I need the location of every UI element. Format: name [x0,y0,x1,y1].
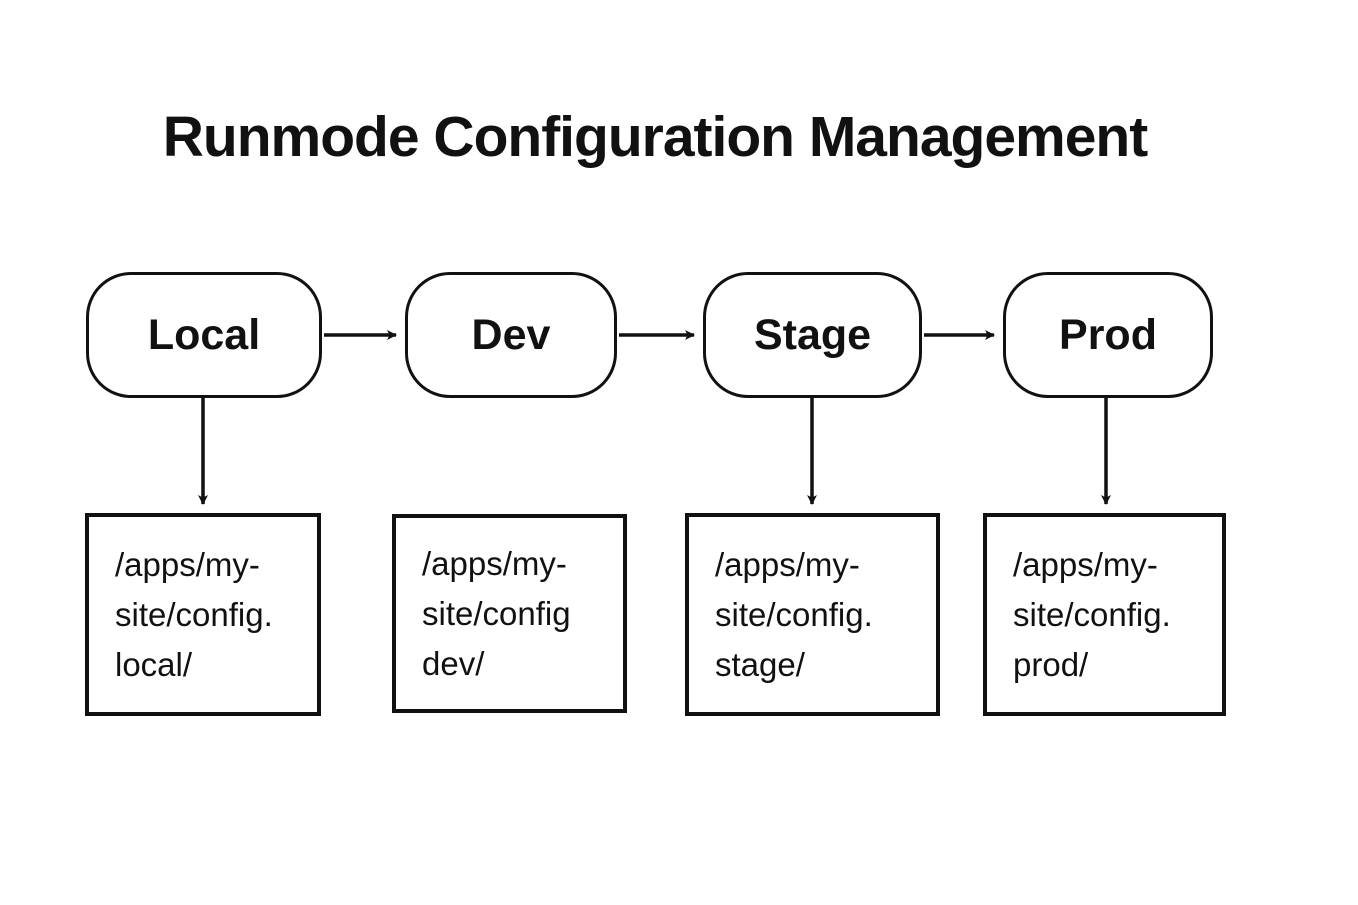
config-path-line: prod/ [1013,645,1089,683]
config-path-line: /apps/my- [715,545,860,583]
config-path-line: site/config. [115,595,273,633]
node-dev: Dev [405,272,617,398]
config-path-line: /apps/my- [1013,545,1158,583]
diagram-title: Runmode Configuration Management [162,105,1148,169]
config-path-line: stage/ [715,645,805,683]
node-local: Local [86,272,322,398]
config-path-line: site/config. [1013,595,1171,633]
node-stage-label: Stage [753,310,872,359]
config-path-line: site/config. [715,595,873,633]
config-box-prod: /apps/my- site/config. prod/ [983,513,1226,716]
config-path-line: /apps/my- [115,545,260,583]
config-path-line: site/config [422,594,571,632]
config-path-line: /apps/my- [422,544,567,582]
config-path-line: local/ [115,645,193,683]
node-prod-label: Prod [1059,310,1157,359]
node-dev-label: Dev [471,310,551,359]
node-local-label: Local [147,310,261,359]
config-box-local: /apps/my- site/config. local/ [85,513,321,716]
node-prod: Prod [1003,272,1213,398]
config-path-line: dev/ [422,644,485,682]
node-stage: Stage [703,272,922,398]
config-box-dev: /apps/my- site/config dev/ [392,514,627,713]
config-box-stage: /apps/my- site/config. stage/ [685,513,940,716]
